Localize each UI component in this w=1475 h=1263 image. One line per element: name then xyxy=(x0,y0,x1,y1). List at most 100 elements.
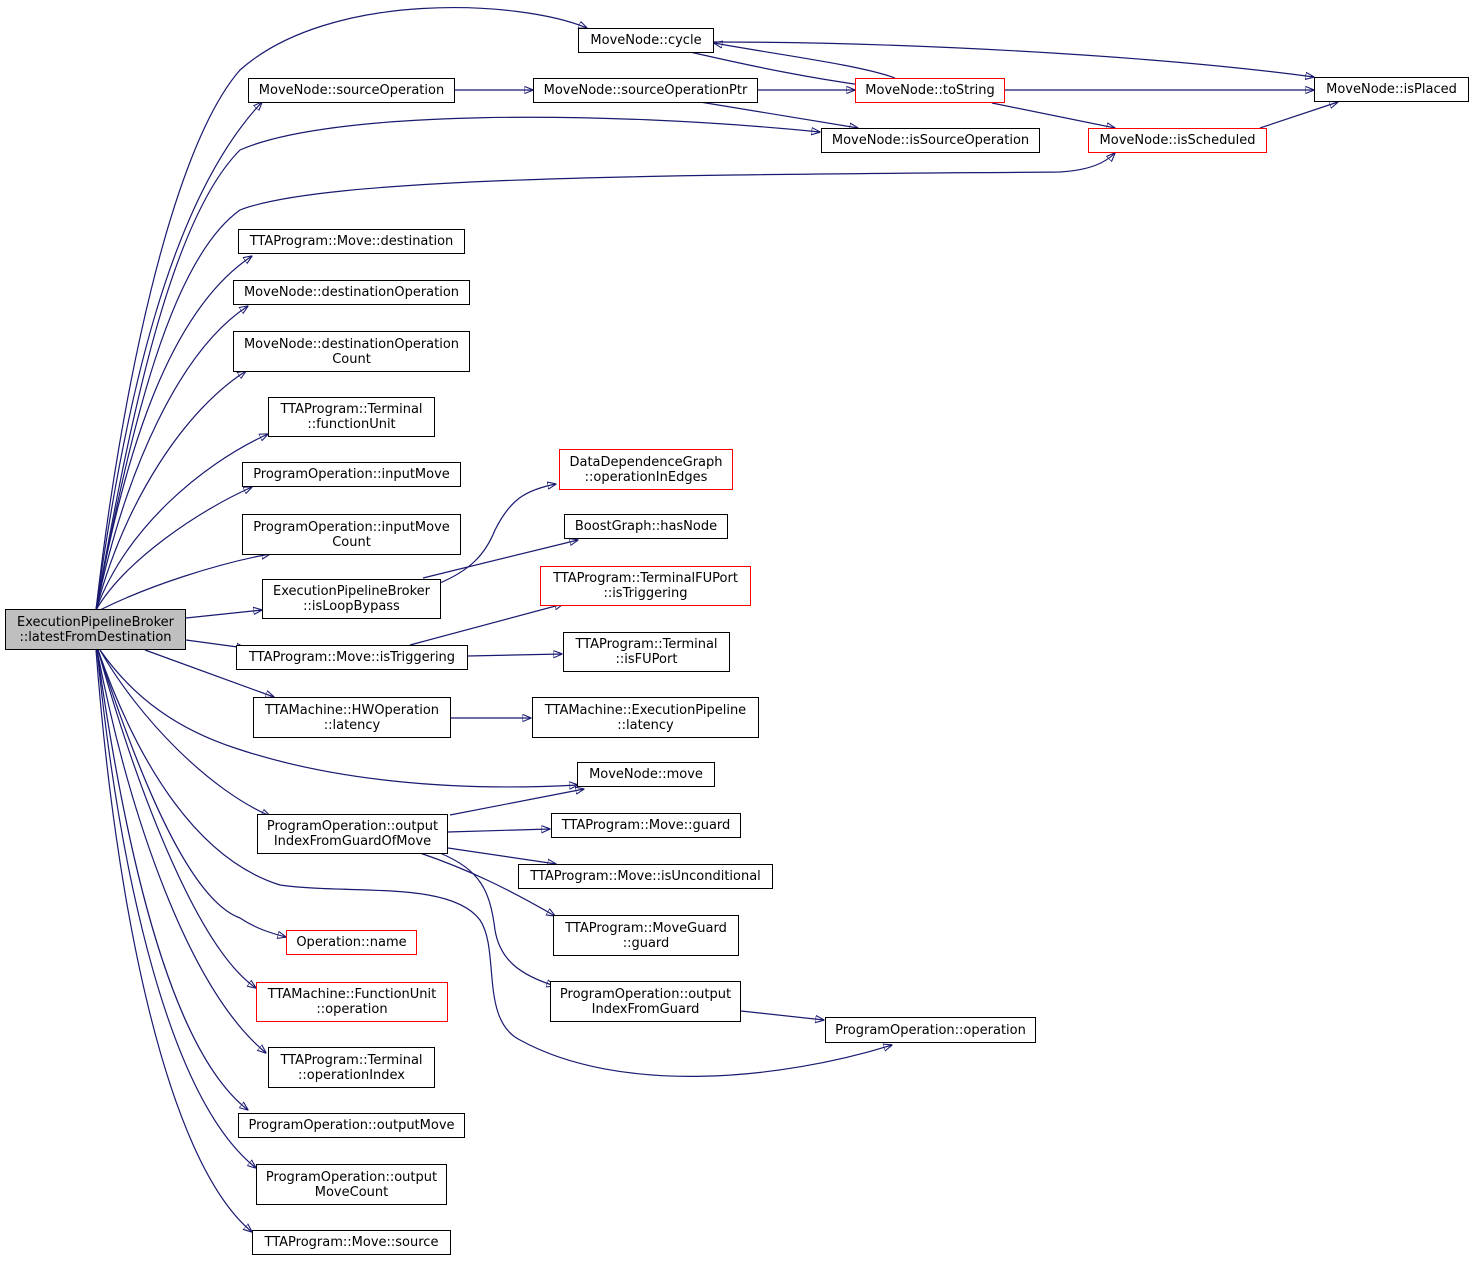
node-move-isUnconditional[interactable]: TTAProgram::Move::isUnconditional xyxy=(518,864,773,889)
edge-root-moveIsTriggering xyxy=(185,639,245,648)
edge-toString-cycle xyxy=(714,43,896,79)
edge-outIdxGuardMove-movenodeMove xyxy=(449,789,584,816)
edge-root-inputMove xyxy=(95,487,252,611)
edge-root-outputMoveCount xyxy=(96,649,256,1168)
edge-cycle-toString xyxy=(689,51,868,86)
node-label: MoveNode::isSourceOperation xyxy=(831,133,1030,148)
node-label: TTAProgram::Move::destination xyxy=(249,234,454,249)
node-functionunit-operation[interactable]: TTAMachine::FunctionUnit ::operation xyxy=(256,982,448,1022)
node-movenode-isPlaced[interactable]: MoveNode::isPlaced xyxy=(1314,77,1469,102)
edge-root-hwLatency xyxy=(144,649,274,697)
edge-root-outputIndexFromGuardOfMove xyxy=(99,649,270,816)
node-label: TTAMachine::HWOperation ::latency xyxy=(264,702,440,733)
node-programoperation-inputMove[interactable]: ProgramOperation::inputMove xyxy=(242,462,461,487)
node-boostgraph-hasNode[interactable]: BoostGraph::hasNode xyxy=(564,514,728,539)
edge-toString-isScheduled xyxy=(991,102,1115,128)
edge-isLoopBypass-ddg xyxy=(439,484,556,584)
node-label: TTAProgram::Terminal ::operationIndex xyxy=(280,1052,423,1083)
node-move-source[interactable]: TTAProgram::Move::source xyxy=(252,1230,451,1255)
edge-root-destinationOperation xyxy=(95,306,248,611)
node-terminal-operationIndex[interactable]: TTAProgram::Terminal ::operationIndex xyxy=(268,1047,435,1088)
node-terminal-functionUnit[interactable]: TTAProgram::Terminal ::functionUnit xyxy=(268,397,435,437)
edge-sourceOperationPtr-isSourceOperation xyxy=(699,101,858,128)
node-movenode-sourceOperationPtr[interactable]: MoveNode::sourceOperationPtr xyxy=(533,78,758,103)
node-move-guard[interactable]: TTAProgram::Move::guard xyxy=(551,813,741,838)
node-label: TTAProgram::TerminalFUPort ::isTriggerin… xyxy=(553,571,738,601)
node-movenode-isSourceOperation[interactable]: MoveNode::isSourceOperation xyxy=(821,128,1040,153)
edge-root-functionUnit xyxy=(95,434,268,611)
edge-root-isScheduled xyxy=(95,153,1115,611)
edge-root-operationIndex xyxy=(96,649,266,1053)
node-move-destination[interactable]: TTAProgram::Move::destination xyxy=(238,229,465,254)
node-move-isTriggering[interactable]: TTAProgram::Move::isTriggering xyxy=(236,645,468,670)
node-label: DataDependenceGraph ::operationInEdges xyxy=(569,454,723,485)
node-label: ExecutionPipelineBroker ::latestFromDest… xyxy=(16,614,174,645)
edge-outIdxGuardMove-outIdxGuard xyxy=(439,852,555,986)
edge-root-destination xyxy=(95,256,252,611)
node-movenode-toString[interactable]: MoveNode::toString xyxy=(855,78,1005,103)
node-terminal-isFUPort[interactable]: TTAProgram::Terminal ::isFUPort xyxy=(563,632,730,672)
node-label: ProgramOperation::inputMove xyxy=(253,467,450,482)
node-latestFromDestination: ExecutionPipelineBroker ::latestFromDest… xyxy=(5,609,186,650)
node-label: TTAProgram::Terminal ::functionUnit xyxy=(280,402,423,432)
node-label: ProgramOperation::output IndexFromGuard xyxy=(559,986,732,1017)
edge-moveIsTriggering-fuPortIsTriggering xyxy=(409,604,563,646)
edge-outIdxGuardMove-moveGuard xyxy=(447,829,550,832)
node-label: TTAProgram::Move::isUnconditional xyxy=(530,869,761,884)
node-programoperation-operation[interactable]: ProgramOperation::operation xyxy=(825,1017,1036,1043)
edge-root-sourceOperation xyxy=(95,102,262,611)
node-label: MoveNode::sourceOperation xyxy=(258,83,445,98)
node-movenode-isScheduled[interactable]: MoveNode::isScheduled xyxy=(1088,128,1267,153)
node-label: ProgramOperation::output IndexFromGuardO… xyxy=(266,819,439,849)
node-broker-isLoopBypass[interactable]: ExecutionPipelineBroker ::isLoopBypass xyxy=(262,579,441,619)
node-movenode-sourceOperation[interactable]: MoveNode::sourceOperation xyxy=(248,78,455,103)
node-label: TTAProgram::Move::source xyxy=(264,1235,439,1250)
node-programoperation-outputIndexFromGuard[interactable]: ProgramOperation::output IndexFromGuard xyxy=(550,981,741,1022)
node-operation-name[interactable]: Operation::name xyxy=(286,930,417,955)
node-label: MoveNode::isScheduled xyxy=(1099,133,1256,148)
node-label: ProgramOperation::output MoveCount xyxy=(265,1169,438,1200)
node-programoperation-outputMove[interactable]: ProgramOperation::outputMove xyxy=(238,1113,465,1138)
node-label: Operation::name xyxy=(296,935,407,950)
node-movenode-destinationOperation[interactable]: MoveNode::destinationOperation xyxy=(233,280,470,305)
node-label: ProgramOperation::outputMove xyxy=(248,1118,455,1133)
node-moveguard-guard[interactable]: TTAProgram::MoveGuard ::guard xyxy=(553,915,739,956)
node-label: MoveNode::cycle xyxy=(590,33,702,48)
edge-root-cycle xyxy=(95,7,587,611)
edge-root-inputMoveCount xyxy=(99,554,270,611)
node-label: MoveNode::isPlaced xyxy=(1326,82,1457,97)
node-label: TTAMachine::ExecutionPipeline ::latency xyxy=(544,702,747,733)
node-label: ProgramOperation::inputMove Count xyxy=(253,519,450,550)
edge-root-destinationOperationCount xyxy=(95,371,246,611)
edge-root-movenodeMove xyxy=(99,649,578,787)
node-movenode-cycle[interactable]: MoveNode::cycle xyxy=(578,28,714,53)
node-movenode-move[interactable]: MoveNode::move xyxy=(577,762,715,787)
edge-outIdxGuardMove-isUnconditional xyxy=(447,847,556,864)
node-programoperation-outputMoveCount[interactable]: ProgramOperation::output MoveCount xyxy=(256,1164,447,1205)
node-label: ProgramOperation::operation xyxy=(835,1022,1026,1038)
edge-root-opname xyxy=(97,649,286,937)
node-label: TTAProgram::Terminal ::isFUPort xyxy=(575,637,718,667)
edge-outIdxGuard-poOperation xyxy=(740,1010,824,1020)
node-label: BoostGraph::hasNode xyxy=(574,519,718,534)
edge-moveIsTriggering-isFUPort xyxy=(467,654,562,656)
node-label: MoveNode::destinationOperation xyxy=(243,285,460,300)
node-programoperation-inputMoveCount[interactable]: ProgramOperation::inputMove Count xyxy=(242,514,461,555)
node-hwoperation-latency[interactable]: TTAMachine::HWOperation ::latency xyxy=(253,697,451,738)
node-movenode-destinationOperationCount[interactable]: MoveNode::destinationOperation Count xyxy=(233,331,470,372)
edge-root-isLoopBypass xyxy=(185,610,262,619)
edge-root-outputMove xyxy=(96,649,248,1110)
edge-root-programOperation-operation xyxy=(97,649,892,1077)
node-label: MoveNode::move xyxy=(589,767,703,782)
node-label: TTAMachine::FunctionUnit ::operation xyxy=(267,987,437,1017)
edge-cycle-isPlaced xyxy=(713,41,1314,77)
edge-root-isSourceOperation xyxy=(95,116,820,611)
node-ddg-operationInEdges[interactable]: DataDependenceGraph ::operationInEdges xyxy=(559,449,733,490)
node-programoperation-outputIndexFromGuardOfMove[interactable]: ProgramOperation::output IndexFromGuardO… xyxy=(257,814,448,854)
node-label: ExecutionPipelineBroker ::isLoopBypass xyxy=(272,584,430,614)
node-executionpipeline-latency[interactable]: TTAMachine::ExecutionPipeline ::latency xyxy=(532,697,759,738)
node-terminalfuport-isTriggering[interactable]: TTAProgram::TerminalFUPort ::isTriggerin… xyxy=(540,566,751,606)
edge-isLoopBypass-hasNode xyxy=(422,540,578,579)
